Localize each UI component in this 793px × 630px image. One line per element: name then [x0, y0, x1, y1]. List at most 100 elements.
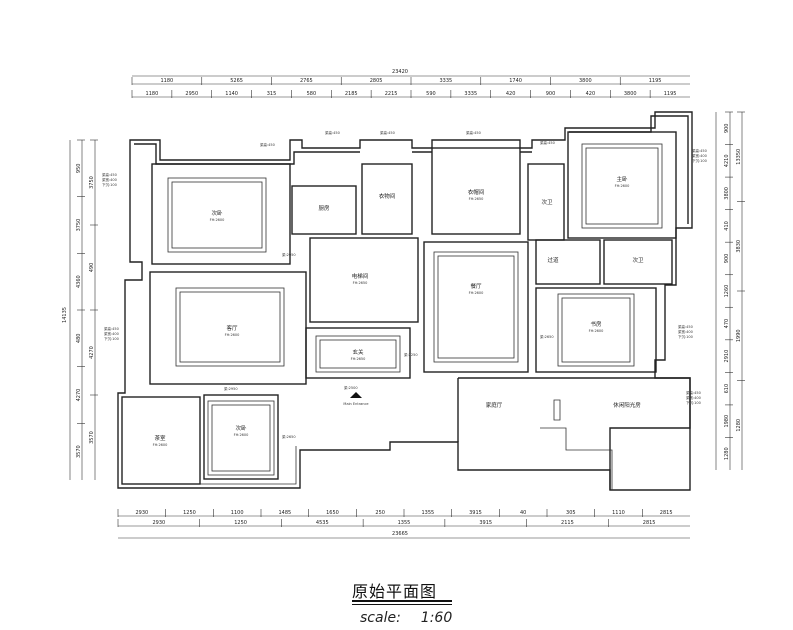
dim-top2-12: 3800 [624, 91, 637, 97]
scale-label: scale: [360, 610, 401, 626]
title-underline-thin [352, 604, 452, 605]
room-study: 书房 FH:2600 [535, 287, 657, 373]
dim-top1-1: 5265 [230, 78, 243, 84]
dim-left-4: 4270 [76, 389, 82, 402]
svg-text:FH:2600: FH:2600 [153, 443, 168, 447]
dim-bot1-0: 2930 [135, 510, 148, 516]
scale-value: 1:60 [420, 610, 453, 626]
annotations: 梁高:450 梁宽:400 下沉:100 梁高:450 梁宽:400 下沉:10… [102, 130, 707, 439]
room-bath1: 次卫 [527, 163, 565, 241]
svg-text:梁宽:400: 梁宽:400 [678, 329, 693, 334]
drawing-title: 原始平面图 [352, 582, 438, 601]
dim-left-2: 4360 [76, 275, 82, 288]
label-master: 主卧 [616, 175, 628, 183]
svg-text:次卫: 次卫 [632, 256, 644, 264]
dim-bot1-1: 1250 [183, 510, 196, 516]
room-entrance: 玄关 FH:2650 [305, 327, 411, 379]
svg-text:下沉:100: 下沉:100 [102, 182, 117, 187]
dim-left2-3: 3570 [89, 431, 95, 444]
svg-text:下沉:100: 下沉:100 [692, 158, 707, 163]
svg-text:梁宽:400: 梁宽:400 [686, 395, 701, 400]
dim-bot1-4: 1650 [326, 510, 339, 516]
dim-top1-0: 1180 [161, 78, 174, 84]
dim-top-total: 23420 [392, 69, 408, 75]
svg-text:梁高:450: 梁高:450 [678, 324, 693, 329]
dim-top2-7: 590 [426, 91, 436, 97]
svg-text:次卧: 次卧 [235, 424, 247, 432]
svg-text:梁:2950: 梁:2950 [224, 386, 238, 391]
dim-right-5: 1260 [724, 285, 730, 298]
dim-top2-3: 315 [267, 91, 277, 97]
svg-text:FH:2600: FH:2600 [589, 329, 604, 333]
dim-top1-4: 3335 [440, 78, 453, 84]
dim-bot2-6: 2815 [643, 520, 656, 526]
svg-text:次卫: 次卫 [541, 198, 553, 206]
dim-left2-0: 3750 [89, 176, 95, 189]
svg-text:家庭厅: 家庭厅 [486, 401, 503, 409]
svg-text:梁高:450: 梁高:450 [466, 130, 481, 135]
scale-text: scale: 1:60 [360, 610, 452, 626]
svg-text:梁:2950: 梁:2950 [282, 252, 296, 257]
room-walk-closet: 衣帽间 FH:2650 [431, 147, 521, 235]
room-elevator-hall: 电梯间 FH:2650 [309, 237, 419, 323]
svg-text:电梯间: 电梯间 [352, 272, 369, 280]
svg-text:梁:2500: 梁:2500 [344, 385, 358, 390]
dim-right-10: 1280 [724, 447, 730, 460]
dim-left-0: 950 [76, 164, 82, 174]
dim-top2-1: 2950 [185, 91, 198, 97]
svg-text:梁高:450: 梁高:450 [686, 390, 701, 395]
dim-left-outer: 14135 [62, 307, 68, 323]
room-master: 主卧 FH:2600 [567, 131, 677, 239]
svg-text:梁高:450: 梁高:450 [380, 130, 395, 135]
dim-top2-11: 420 [586, 91, 596, 97]
dim-bot1-6: 1355 [421, 510, 434, 516]
svg-text:衣物间: 衣物间 [379, 192, 396, 200]
dim-right-7: 2910 [724, 350, 730, 363]
dim-right2-0: 13350 [736, 149, 742, 165]
svg-text:梁高:450: 梁高:450 [325, 130, 340, 135]
room-kitchen-top: 厨房 [291, 185, 357, 235]
dim-right-3: 410 [724, 221, 730, 231]
room-dining: 餐厅 FH:2600 [423, 241, 529, 373]
label-living: 客厅 [226, 324, 238, 332]
dim-top2-9: 420 [506, 91, 516, 97]
dim-bot1-5: 250 [375, 510, 385, 516]
svg-text:FH:2650: FH:2650 [353, 281, 368, 285]
dim-top1-7: 1195 [649, 78, 662, 84]
svg-text:梁高:450: 梁高:450 [260, 142, 275, 147]
dim-right-4: 900 [724, 254, 730, 264]
dim-right-6: 470 [724, 319, 730, 329]
left-dimensions: 14135 9503750436048042703570375049042703… [62, 139, 98, 480]
dim-top2-13: 1195 [664, 91, 677, 97]
svg-text:衣帽间: 衣帽间 [468, 188, 485, 196]
dim-top1-6: 3800 [579, 78, 592, 84]
label-bedroom1: 次卧 [211, 209, 223, 217]
dim-left-5: 3570 [76, 445, 82, 458]
svg-text:FH:2600: FH:2600 [225, 333, 240, 337]
dim-top2-2: 1140 [225, 91, 238, 97]
dim-right2-3: 1280 [736, 419, 742, 432]
room-cloakroom: 衣物间 [361, 163, 413, 235]
dim-bot1-8: 40 [520, 510, 526, 516]
svg-text:茶室: 茶室 [154, 434, 166, 442]
svg-text:梁高:450: 梁高:450 [540, 140, 555, 145]
svg-text:下沉:100: 下沉:100 [686, 400, 701, 405]
dim-right-2: 3800 [724, 187, 730, 200]
svg-text:休闲阳光房: 休闲阳光房 [613, 401, 641, 409]
entrance-label: Main Entrance [343, 402, 368, 406]
dim-bot2-1: 1250 [234, 520, 247, 526]
dim-bot1-11: 2815 [660, 510, 673, 516]
svg-text:FH:2600: FH:2600 [210, 218, 225, 222]
dim-top2-4: 580 [307, 91, 317, 97]
dim-right-9: 1980 [724, 415, 730, 428]
svg-text:FH:2600: FH:2600 [615, 184, 630, 188]
dim-left-1: 3750 [76, 219, 82, 232]
svg-text:梁高:450: 梁高:450 [102, 172, 117, 177]
svg-text:厨房: 厨房 [318, 204, 330, 212]
svg-text:梁宽:400: 梁宽:400 [102, 177, 117, 182]
dim-top2-6: 2215 [385, 91, 398, 97]
dim-right-0: 900 [724, 123, 730, 133]
